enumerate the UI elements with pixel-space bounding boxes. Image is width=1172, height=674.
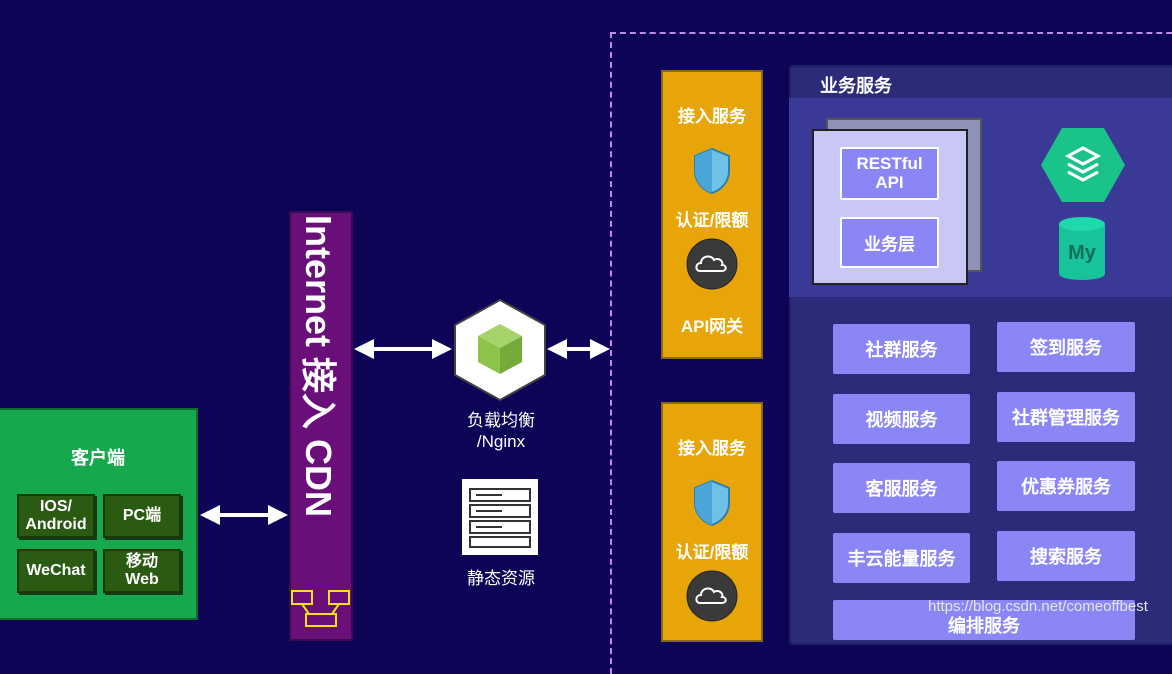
service-community-management: 社群管理服务 (997, 392, 1135, 442)
static-resources-icon (462, 479, 538, 555)
service-energy: 丰云能量服务 (833, 533, 970, 583)
gateway-1-auth: 认证/限额 (675, 211, 749, 230)
cloud-icon (686, 570, 738, 622)
watermark: https://blog.csdn.net/comeoffbest (928, 598, 1148, 615)
client-wechat: WeChat (17, 549, 95, 593)
service-community: 社群服务 (833, 324, 970, 374)
stack-icon (1041, 128, 1125, 202)
gateway-1-api: API网关 (680, 317, 744, 336)
shield-icon (694, 147, 730, 195)
service-video: 视频服务 (833, 394, 970, 444)
restful-api-box: RESTful API (840, 147, 939, 200)
cdn-bar: Internet 接入 CDN (289, 211, 353, 641)
cloud-icon (686, 238, 738, 290)
mysql-icon: My (1059, 217, 1105, 280)
load-balancer-label: 负载均衡 /Nginx (467, 411, 535, 451)
business-layer-box: 业务层 (840, 217, 939, 268)
client-pc: PC端 (103, 494, 181, 538)
backend-region-border (610, 32, 1172, 674)
business-title: 业务服务 (820, 76, 892, 96)
svg-text:My: My (1068, 242, 1097, 264)
static-resources-label: 静态资源 (467, 569, 535, 588)
client-mobile-web: 移动 Web (103, 549, 181, 593)
service-search: 搜索服务 (997, 531, 1135, 581)
shield-icon (694, 479, 730, 527)
client-title: 客户端 (71, 448, 125, 468)
service-coupon: 优惠券服务 (997, 461, 1135, 511)
nginx-icon (454, 298, 546, 402)
service-customer-support: 客服服务 (833, 463, 970, 513)
cdn-label: Internet 接入 CDN (298, 215, 339, 518)
gateway-column-1: 接入服务 认证/限额 API网关 (661, 70, 763, 359)
gateway-2-auth: 认证/限额 (675, 543, 749, 562)
connector-arrows (200, 339, 610, 525)
service-checkin: 签到服务 (997, 322, 1135, 372)
client-ios-android: IOS/ Android (17, 494, 95, 538)
gateway-2-title: 接入服务 (678, 439, 746, 458)
gateway-1-title: 接入服务 (678, 107, 746, 126)
network-icon (291, 590, 350, 627)
